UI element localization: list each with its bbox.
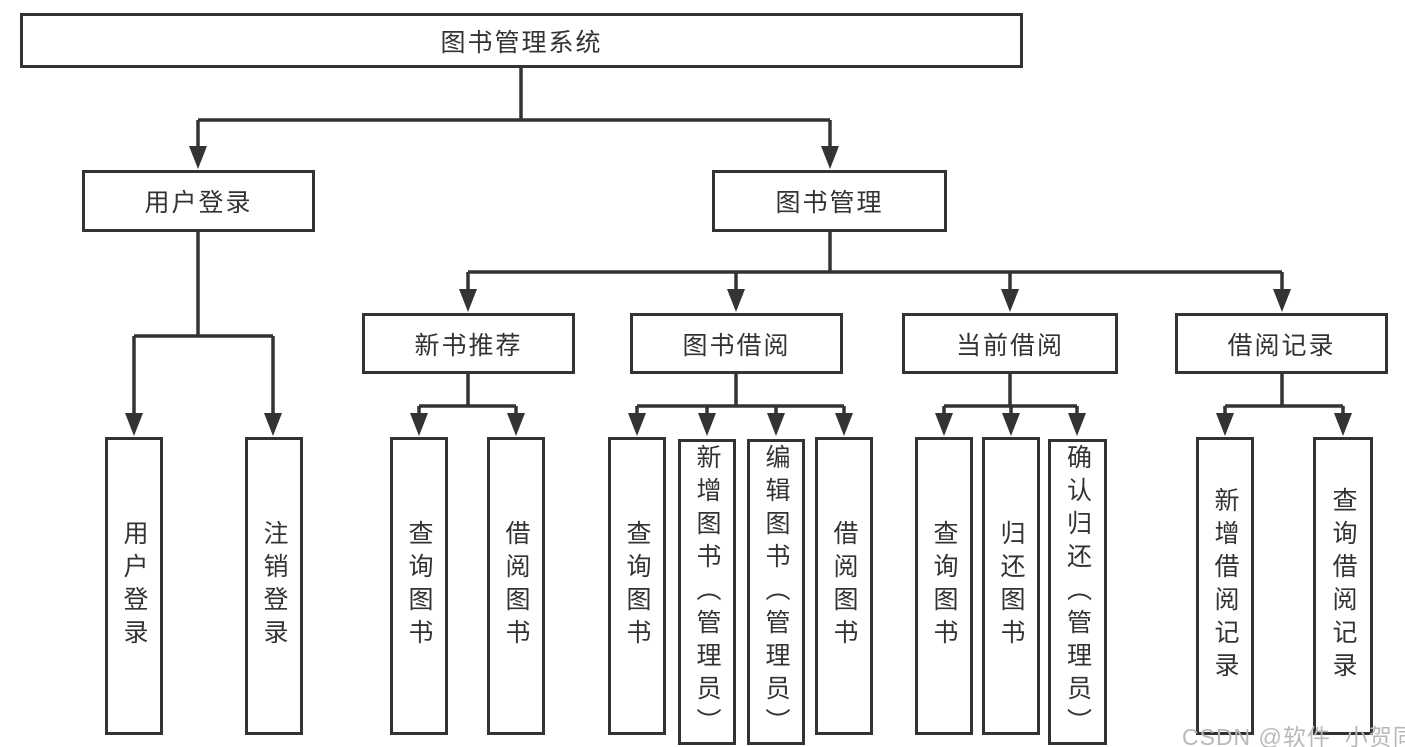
leaf-label: 新增图书（管理员） xyxy=(693,443,721,741)
leaf-label: 确认归还（管理员） xyxy=(1063,443,1092,741)
node-label: 当前借阅 xyxy=(955,331,1064,360)
node-library-management-system: 图书管理系统 xyxy=(20,13,1023,68)
node-label: 图书借阅 xyxy=(682,331,791,360)
leaf-borrow-books-borrowing: 借阅图书 xyxy=(815,437,873,735)
leaf-edit-book-admin: 编辑图书（管理员） xyxy=(747,439,805,745)
leaf-label: 新增借阅记录 xyxy=(1211,487,1239,685)
node-book-management: 图书管理 xyxy=(712,170,947,232)
leaf-label: 查询图书 xyxy=(930,520,958,652)
node-label: 借阅记录 xyxy=(1227,331,1336,360)
leaf-query-books-borrowing: 查询图书 xyxy=(608,437,666,735)
leaf-return-book: 归还图书 xyxy=(982,437,1040,735)
leaf-confirm-return-admin: 确认归还（管理员） xyxy=(1048,439,1107,745)
leaf-user-login: 用户登录 xyxy=(105,437,163,735)
csdn-watermark: CSDN @软件_小贺同学 xyxy=(1182,724,1405,747)
leaf-query-borrow-record: 查询借阅记录 xyxy=(1313,437,1373,735)
connector-segments xyxy=(132,68,1345,413)
leaf-label: 查询图书 xyxy=(623,520,651,652)
leaf-label: 归还图书 xyxy=(997,520,1025,652)
node-user-login: 用户登录 xyxy=(82,170,315,232)
leaf-query-books-recommend: 查询图书 xyxy=(390,437,448,735)
leaf-borrow-books-recommend: 借阅图书 xyxy=(487,437,545,735)
arrowheads xyxy=(125,146,1352,436)
leaf-add-borrow-record: 新增借阅记录 xyxy=(1196,437,1254,735)
node-borrowing-records: 借阅记录 xyxy=(1175,313,1388,374)
leaf-label: 用户登录 xyxy=(120,520,148,652)
leaf-label: 借阅图书 xyxy=(502,520,530,652)
node-current-borrowing: 当前借阅 xyxy=(902,313,1118,374)
leaf-label: 查询图书 xyxy=(405,520,433,652)
leaf-label: 查询借阅记录 xyxy=(1329,487,1357,685)
leaf-add-book-admin: 新增图书（管理员） xyxy=(678,439,736,745)
node-label: 图书管理 xyxy=(775,189,884,217)
leaf-label: 借阅图书 xyxy=(830,520,858,652)
leaf-query-books-current: 查询图书 xyxy=(915,437,973,735)
leaf-logout: 注销登录 xyxy=(245,437,303,735)
node-new-book-recommendation: 新书推荐 xyxy=(362,313,575,374)
leaf-label: 注销登录 xyxy=(260,520,288,652)
node-label: 图书管理系统 xyxy=(440,28,603,57)
node-label: 用户登录 xyxy=(144,189,253,217)
leaf-label: 编辑图书（管理员） xyxy=(762,443,790,741)
node-label: 新书推荐 xyxy=(414,331,523,360)
node-book-borrowing: 图书借阅 xyxy=(630,313,843,374)
